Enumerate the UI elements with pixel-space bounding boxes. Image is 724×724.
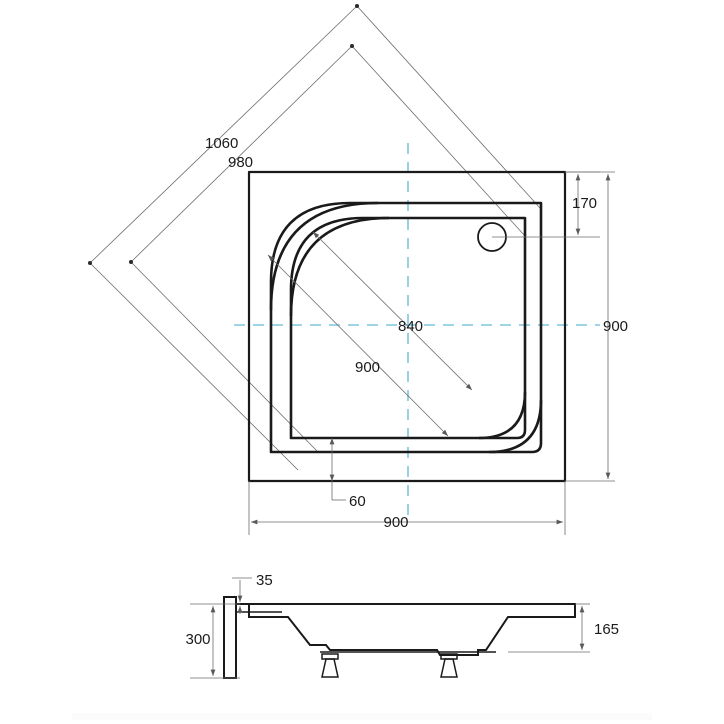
dim-label-980: 980: [228, 154, 253, 171]
dimension-35: [232, 577, 252, 614]
diagonal-900-diagonal-dimension: [267, 254, 449, 437]
dim-label-170: 170: [572, 195, 597, 212]
section-leg-right: [440, 653, 458, 678]
dim-label-900-horizontal: 900: [383, 514, 408, 531]
dim-label-1060: 1060: [205, 135, 238, 152]
footer-divider: [72, 713, 652, 720]
dimension-900-vertical: [565, 171, 615, 482]
plan-view-group: 1060 980 840 900: [88, 4, 628, 535]
dimension-60: [329, 438, 346, 501]
dimension-165: [508, 603, 590, 653]
dim-label-900-vertical: 900: [603, 318, 628, 335]
dim-label-900-diagonal: 900: [355, 359, 380, 376]
dim-label-165: 165: [594, 621, 619, 638]
dim-label-35: 35: [256, 572, 273, 589]
dimension-900-horizontal: [248, 481, 566, 535]
dim-label-60: 60: [349, 493, 366, 510]
section-view-group: 35 300 165: [185, 572, 619, 679]
section-tray-profile: [248, 603, 576, 656]
dimension-300: [190, 603, 240, 679]
tray-inner-br-arc: [478, 391, 527, 440]
dim-label-300: 300: [185, 631, 210, 648]
tray-middle-br-arc: [488, 399, 543, 454]
diagonal-1060-dimension: [88, 4, 541, 471]
dim-label-840: 840: [398, 318, 423, 335]
section-leg-left: [321, 653, 339, 678]
